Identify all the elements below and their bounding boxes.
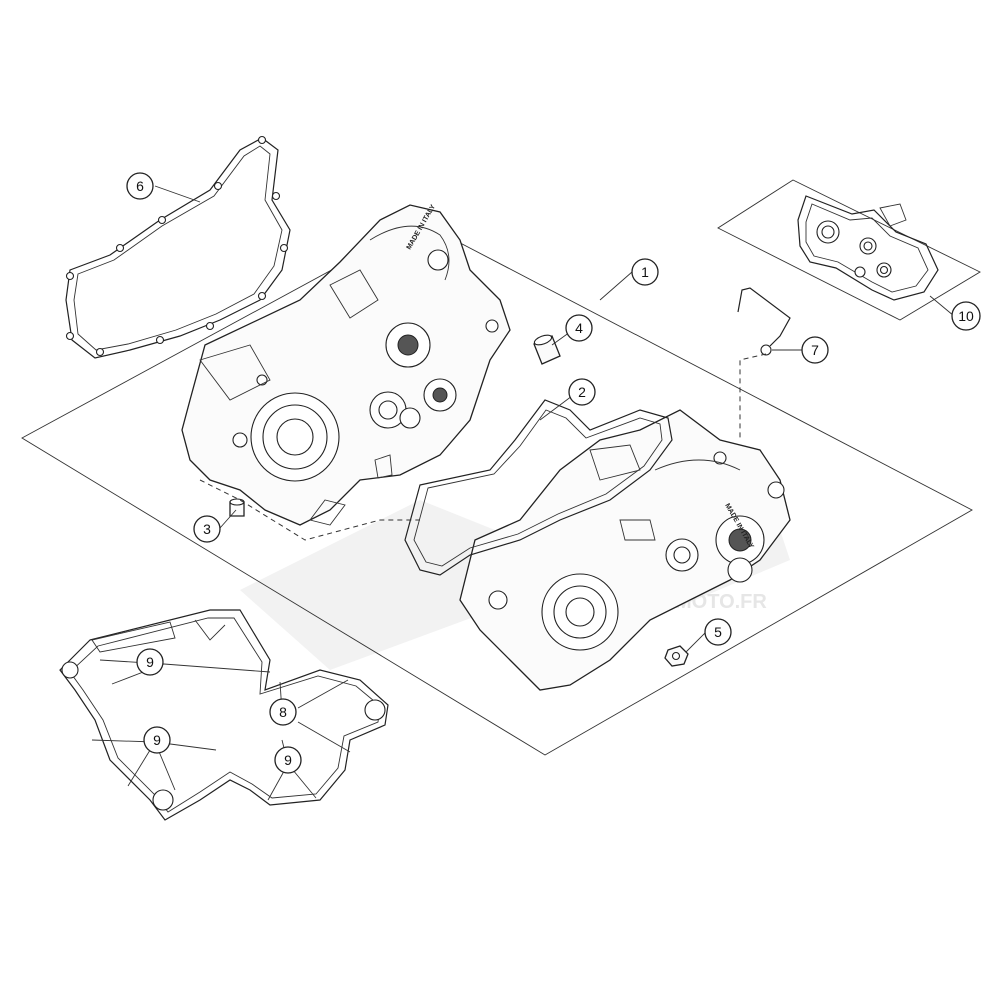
callout-5: 5 <box>705 619 731 645</box>
callout-8-label: 8 <box>279 704 287 720</box>
callout-3: 3 <box>194 516 220 542</box>
callout-1: 1 <box>632 259 658 285</box>
nut-part-5 <box>665 646 688 666</box>
callout-5-label: 5 <box>714 624 722 640</box>
crankcase-right-half: MADE IN ITALY <box>460 410 790 690</box>
callout-6-label: 6 <box>136 178 144 194</box>
callout-9-bottom: 9 <box>275 747 301 773</box>
callout-10: 10 <box>952 302 980 330</box>
callout-8: 8 <box>270 699 296 725</box>
callout-7: 7 <box>802 337 828 363</box>
callout-9-top-label: 9 <box>146 654 154 670</box>
callout-10-label: 10 <box>958 308 974 324</box>
callout-1-label: 1 <box>641 264 649 280</box>
callout-2-label: 2 <box>578 384 586 400</box>
callout-3-label: 3 <box>203 521 211 537</box>
clip-part-7 <box>738 288 790 440</box>
callout-9-top: 9 <box>137 649 163 675</box>
callout-4: 4 <box>566 315 592 341</box>
callout-7-label: 7 <box>811 342 819 358</box>
callout-4-label: 4 <box>575 320 583 336</box>
callout-2: 2 <box>569 379 595 405</box>
bush-part-4 <box>533 333 560 364</box>
callout-9-middle: 9 <box>144 727 170 753</box>
callout-6: 6 <box>127 173 153 199</box>
gasket-kit-frame <box>718 180 980 320</box>
gasket-kit-part-10 <box>798 196 938 300</box>
leader-lines <box>92 186 954 800</box>
callout-9-bottom-label: 9 <box>284 752 292 768</box>
callout-9-middle-label: 9 <box>153 732 161 748</box>
